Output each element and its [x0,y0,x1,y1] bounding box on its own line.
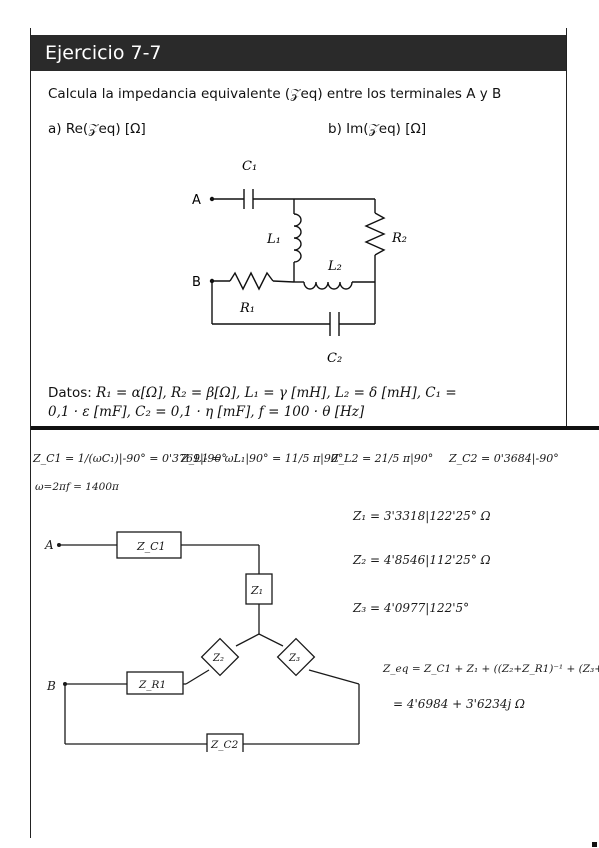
l2-label: L₂ [327,259,342,274]
z1-value: Z₁ = 3'3318|122'25° Ω [352,509,491,523]
datos-line-1: R₁ = α[Ω], R₂ = β[Ω], L₁ = γ [mH], L₂ = … [96,385,457,401]
given-data: Datos: R₁ = α[Ω], R₂ = β[Ω], L₁ = γ [mH]… [48,384,558,422]
page-frame-right [566,28,567,428]
z2-value: Z₂ = 4'8546|112'25° Ω [352,553,491,567]
c2-label: C₂ [327,351,342,366]
circuit-diagram: A B C₁ L₁ R₂ L₂ R₁ C₂ [192,159,407,366]
zeq-result: = 4'6984 + 3'6234j Ω [393,697,525,711]
box-zc1: Z_C1 [136,540,166,553]
r1-label: R₁ [239,301,255,316]
zl2-formula: Z_L2 = 21/5 π|90° [330,452,433,466]
zeq-formula: Z_eq = Z_C1 + Z₁ + ((Z₂+Z_R1)⁻¹ + (Z₃+Z_… [382,663,599,675]
omega-formula: ω=2πf = 1400π [35,481,120,493]
zl1-formula: Z_L1 = ωL₁|90° = 11/5 π|90° [180,452,343,466]
box-z3: Z₃ [288,653,300,664]
box-zr1: Z_R1 [138,679,166,691]
sol-node-a: A [44,538,54,552]
c1-label: C₁ [242,159,257,174]
zc1-formula: Z_C1 = 1/(ωC₁)|-90° = 0'3769|-90° [32,452,227,466]
box-z1: Z₁ [250,584,263,597]
box-zc2: Z_C2 [210,739,239,751]
section-divider [31,426,599,430]
z3-value: Z₃ = 4'0977|122'5° [352,601,469,615]
sol-node-b: B [46,679,56,693]
zc2-formula: Z_C2 = 0'3684|-90° [448,452,559,466]
page-frame-left [30,28,31,838]
question-a: a) Re(𝒵eq) [Ω] [48,121,146,137]
datos-line-2: 0,1 · ε [mF], C₂ = 0,1 · η [mF], f = 100… [48,404,365,420]
question-b: b) Im(𝒵eq) [Ω] [328,121,427,137]
exercise-title: Ejercicio 7-7 [31,35,566,71]
l1-label: L₁ [266,232,281,247]
node-a-label: A [192,193,201,208]
r2-label: R₂ [391,231,407,246]
node-b-label: B [192,275,201,290]
exercise-statement: Calcula la impedancia equivalente (𝒵eq) … [48,86,502,102]
handwritten-solution: Z_C1 = 1/(ωC₁)|-90° = 0'3769|-90° Z_L1 =… [32,452,599,752]
corner-mark [592,842,597,847]
box-z2: Z₂ [212,653,224,664]
datos-prefix: Datos: [48,385,92,401]
